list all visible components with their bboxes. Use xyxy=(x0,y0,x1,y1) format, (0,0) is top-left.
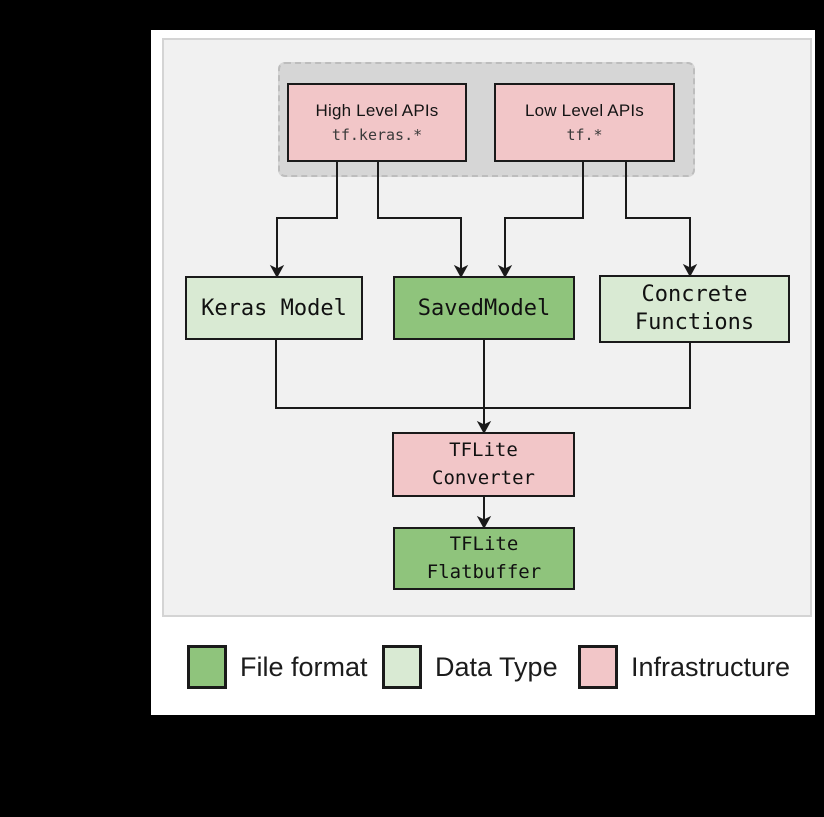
high-level-apis-title: High Level APIs xyxy=(315,101,439,120)
keras-model-box: Keras Model xyxy=(185,276,363,340)
tflite-flatbuffer-label-line1: TFLite xyxy=(449,532,519,555)
tflite-converter-label-line2: Converter xyxy=(432,466,535,489)
tflite-flatbuffer-box: TFLite Flatbuffer xyxy=(393,527,575,590)
legend-item-infrastructure: Infrastructure xyxy=(578,645,790,689)
low-level-apis-box: Low Level APIs tf.* xyxy=(494,83,675,162)
legend-swatch-data-type xyxy=(382,645,422,689)
savedmodel-box: SavedModel xyxy=(393,276,575,340)
high-level-apis-box: High Level APIs tf.keras.* xyxy=(287,83,467,162)
legend-label-infrastructure: Infrastructure xyxy=(631,651,791,682)
legend-label-data-type: Data Type xyxy=(435,651,558,682)
legend-swatch-file-format xyxy=(187,645,227,689)
legend-item-file-format: File format xyxy=(187,645,368,689)
high-level-apis-subtitle: tf.keras.* xyxy=(331,126,423,144)
tflite-converter-box: TFLite Converter xyxy=(392,432,575,497)
legend-label-file-format: File format xyxy=(240,651,368,682)
tflite-converter-label-line1: TFLite xyxy=(449,438,518,461)
low-level-apis-subtitle: tf.* xyxy=(566,126,603,144)
legend-swatch-infrastructure xyxy=(578,645,618,689)
legend-item-data-type: Data Type xyxy=(382,645,558,689)
savedmodel-label: SavedModel xyxy=(417,295,551,321)
keras-model-label: Keras Model xyxy=(201,295,347,321)
concrete-functions-label-line1: Concrete xyxy=(641,282,748,308)
low-level-apis-title: Low Level APIs xyxy=(524,101,645,120)
concrete-functions-box: Concrete Functions xyxy=(599,275,790,343)
tflite-flatbuffer-label-line2: Flatbuffer xyxy=(426,560,542,583)
concrete-functions-label-line2: Functions xyxy=(634,310,755,335)
